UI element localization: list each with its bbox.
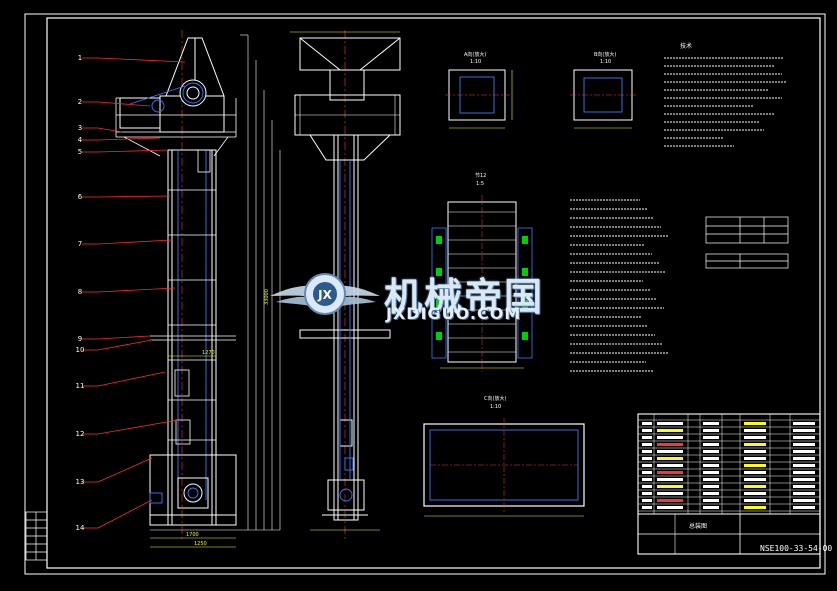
dim-bottom-width: 1700 [186,532,199,538]
part-number-label: 10 [76,346,85,354]
part-number-label: 2 [78,98,82,106]
inner-frame [46,17,821,569]
dim-mid-width: 1270 [202,350,215,356]
dim-overall-height: 33000 [264,289,270,305]
view-a-detail: A向(放大) 1:10 [445,51,513,129]
notes-title: 技术 [680,42,692,50]
watermark-url: JXDIGUO.COM [386,304,522,323]
section-scale: 1:5 [476,181,484,187]
part-number-label: 14 [76,524,85,532]
section-view: 节12 1:5 [431,173,533,372]
watermark-badge-text: JX [317,288,332,302]
view-c-title: C向(放大) [484,395,506,402]
technical-requirements [570,199,669,372]
title-block-name: 总装图 [689,522,707,530]
front-view-dimensions [150,34,281,531]
part-number-label: 8 [78,288,82,296]
side-railing [295,94,400,135]
side-view-elevator [290,30,401,540]
view-b-title: B向(放大) [594,51,616,58]
part-number-label: 4 [78,136,83,144]
outer-frame [24,13,826,575]
spec-tables [705,216,789,269]
view-b-scale: 1:10 [600,59,611,65]
view-c-scale: 1:10 [490,404,501,410]
view-a-scale: 1:10 [470,59,481,65]
bottom-dimension-texts: 1700 1250 1270 33000 [186,289,270,547]
view-c-detail: C向(放大) 1:10 [423,395,585,517]
revision-block [25,511,48,561]
part-number-label: 7 [78,240,82,248]
dim-side-width: 1250 [194,541,207,547]
part-number-label: 5 [78,148,82,156]
front-view-yellow-dims [150,355,236,548]
part-number-label: 1 [78,54,82,62]
watermark-brand: 机械帝国 [384,275,545,319]
part-number-label: 11 [76,382,85,390]
section-title: 节12 [475,173,486,179]
drawing-number: NSE100-33-54-00 [760,544,833,553]
parts-list-entries [642,422,815,509]
part-number-label: 6 [78,193,83,201]
view-a-title: A向(放大) [464,51,486,58]
general-notes: 技术 [664,42,786,147]
view-b-detail: B向(放大) 1:10 [570,51,638,129]
part-number-label: 13 [76,478,85,486]
watermark-logo: JX [270,273,380,315]
front-view-elevator [115,30,237,540]
title-block [637,413,821,555]
part-number-label: 3 [78,124,82,132]
part-number-label: 12 [76,430,85,438]
part-number-label: 9 [78,335,82,343]
